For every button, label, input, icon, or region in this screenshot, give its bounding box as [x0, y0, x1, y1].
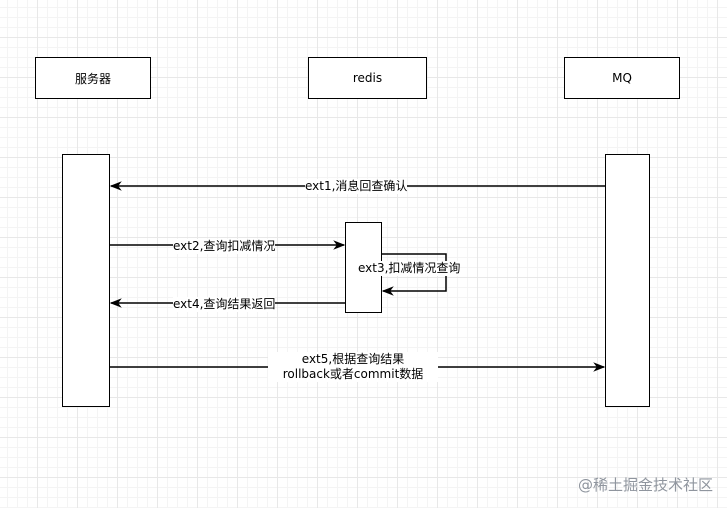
ext4-label: ext4,查询结果返回: [173, 297, 276, 312]
participant-mq-label: MQ: [612, 71, 632, 85]
ext5-label-line1: ext5,根据查询结果: [301, 352, 405, 366]
ext2-label: ext2,查询扣减情况: [173, 239, 276, 254]
participant-redis-label: redis: [352, 71, 383, 85]
participant-server-label: 服务器: [74, 71, 111, 86]
participant-redis[interactable]: redis: [308, 57, 427, 99]
ext5-label-line2: rollback或者commit数据: [282, 367, 424, 381]
mq-activation-bar[interactable]: [605, 154, 650, 407]
server-activation-bar[interactable]: [62, 154, 110, 407]
participant-mq[interactable]: MQ: [564, 57, 680, 99]
ext3-label: ext3,扣减情况查询: [358, 261, 461, 276]
ext1-label: ext1,消息回查确认: [305, 179, 408, 194]
watermark-text: @稀土掘金技术社区: [577, 476, 713, 494]
participant-server[interactable]: 服务器: [35, 57, 151, 99]
ext5-label: ext5,根据查询结果 rollback或者commit数据: [268, 352, 438, 382]
